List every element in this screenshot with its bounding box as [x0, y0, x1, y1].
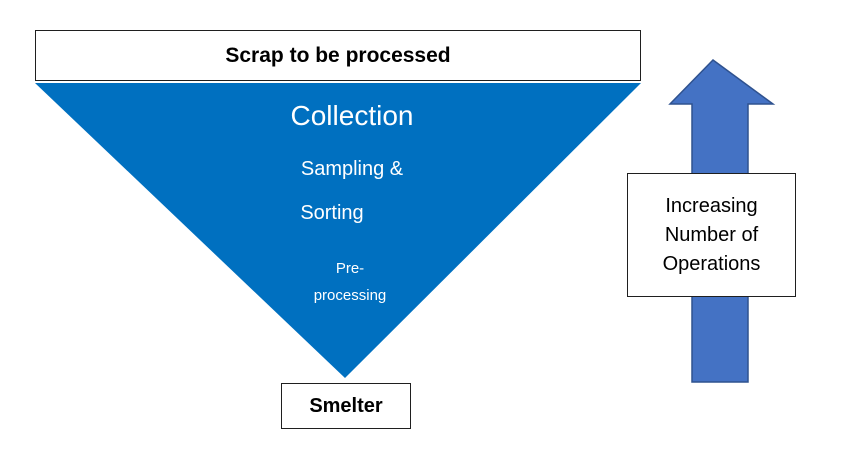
- smelter-label: Smelter: [281, 383, 411, 429]
- funnel-triangle: [35, 83, 641, 378]
- arrow-label-line1: Increasing: [665, 194, 758, 217]
- funnel-stage-preprocessing-line2: processing: [313, 287, 387, 304]
- funnel-stage-preprocessing-line1: Pre-: [335, 260, 365, 277]
- funnel-stage-sampling-line2: Sorting: [300, 202, 364, 224]
- scrap-to-be-processed-label: Scrap to be processed: [35, 30, 641, 81]
- arrow-label-line2: Number of: [664, 223, 759, 246]
- funnel-stage-sampling-line1: Sampling &: [300, 158, 404, 180]
- increasing-operations-label: Increasing Number of Operations: [627, 173, 796, 297]
- funnel-stage-collection: Collection: [290, 100, 414, 131]
- arrow-label-line3: Operations: [662, 252, 761, 275]
